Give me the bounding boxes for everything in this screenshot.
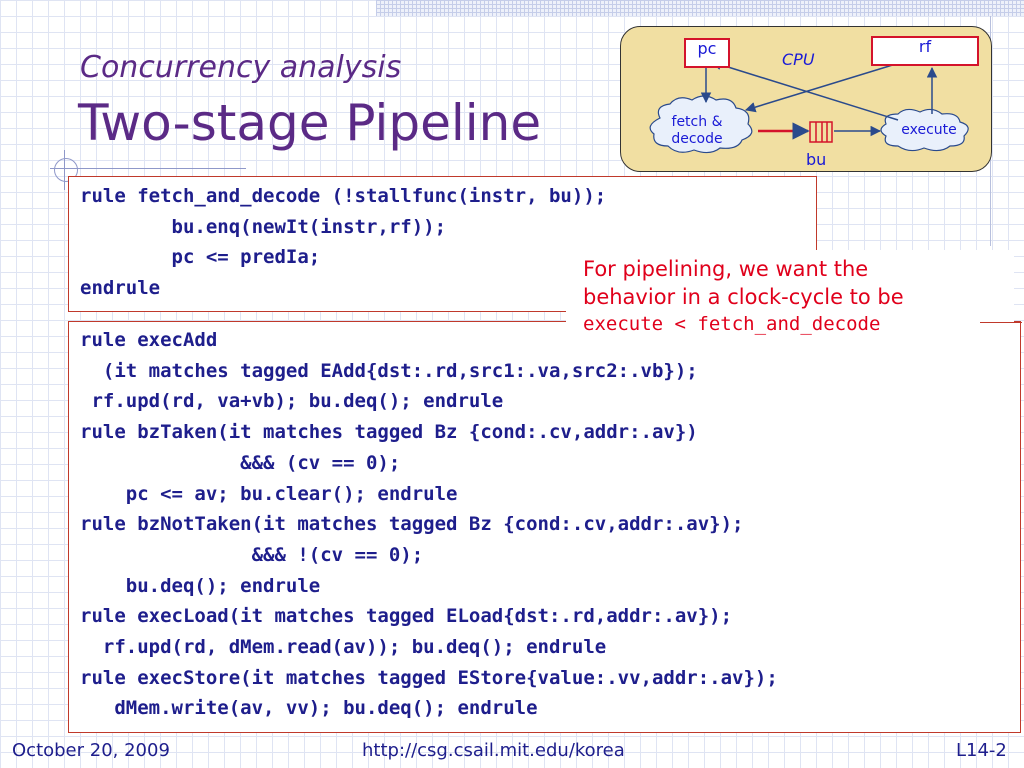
pc-register: pc bbox=[684, 38, 730, 68]
fetch-decode-code: rule fetch_and_decode (!stallfunc(instr,… bbox=[80, 181, 606, 304]
code-line: pc <= predIa; bbox=[80, 246, 321, 269]
slide-subtitle: Concurrency analysis bbox=[80, 50, 402, 85]
execute-rules-code: rule execAdd (it matches tagged EAdd{dst… bbox=[80, 325, 778, 724]
code-line: &&& !(cv == 0); bbox=[80, 543, 424, 566]
slide-title: Two-stage Pipeline bbox=[78, 94, 542, 152]
fetch-decode-label-line-1: fetch & bbox=[671, 114, 723, 130]
decorative-circle bbox=[54, 158, 78, 182]
cpu-label: CPU bbox=[782, 50, 815, 69]
code-line: rule execStore(it matches tagged EStore{… bbox=[80, 666, 778, 689]
code-line: dMem.write(av, vv); bu.deq(); endrule bbox=[80, 697, 538, 720]
note-connector-line bbox=[980, 322, 1022, 323]
code-line: rule bzNotTaken(it matches tagged Bz {co… bbox=[80, 513, 744, 536]
note-line-2: behavior in a clock-cycle to be bbox=[583, 285, 904, 309]
code-line: rule bzTaken(it matches tagged Bz {cond:… bbox=[80, 421, 698, 444]
fetch-decode-label: fetch & decode bbox=[657, 114, 737, 148]
fetch-decode-label-line-2: decode bbox=[671, 131, 723, 147]
footer-page-number: L14-2 bbox=[956, 740, 1007, 761]
footer-url[interactable]: http://csg.csail.mit.edu/korea bbox=[362, 740, 625, 761]
note-line-3: execute < fetch_and_decode bbox=[583, 313, 881, 335]
note-line-1: For pipelining, we want the bbox=[583, 257, 869, 281]
execute-label: execute bbox=[901, 122, 957, 138]
code-line: rule fetch_and_decode (!stallfunc(instr,… bbox=[80, 185, 607, 207]
bu-label: bu bbox=[806, 150, 827, 169]
code-line: endrule bbox=[80, 277, 161, 300]
decorative-title-line bbox=[50, 168, 246, 169]
pipelining-note: For pipelining, we want the behavior in … bbox=[566, 250, 1014, 340]
code-line: bu.enq(newIt(instr,rf)); bbox=[80, 215, 447, 238]
footer-date: October 20, 2009 bbox=[12, 740, 170, 761]
code-line: pc <= av; bu.clear(); endrule bbox=[80, 482, 458, 505]
execute-rules-code-box bbox=[68, 321, 1021, 733]
code-line: bu.deq(); endrule bbox=[80, 574, 321, 597]
code-line: (it matches tagged EAdd{dst:.rd,src1:.va… bbox=[80, 359, 698, 382]
top-decorative-band bbox=[376, 0, 1024, 16]
rf-register: rf bbox=[871, 36, 979, 66]
code-line: rf.upd(rd, dMem.read(av)); bu.deq(); end… bbox=[80, 636, 607, 659]
code-line: rule execLoad(it matches tagged ELoad{ds… bbox=[80, 605, 733, 628]
code-line: rule execAdd bbox=[80, 329, 218, 351]
code-line: rf.upd(rd, va+vb); bu.deq(); endrule bbox=[80, 390, 504, 413]
code-line: &&& (cv == 0); bbox=[80, 451, 401, 474]
